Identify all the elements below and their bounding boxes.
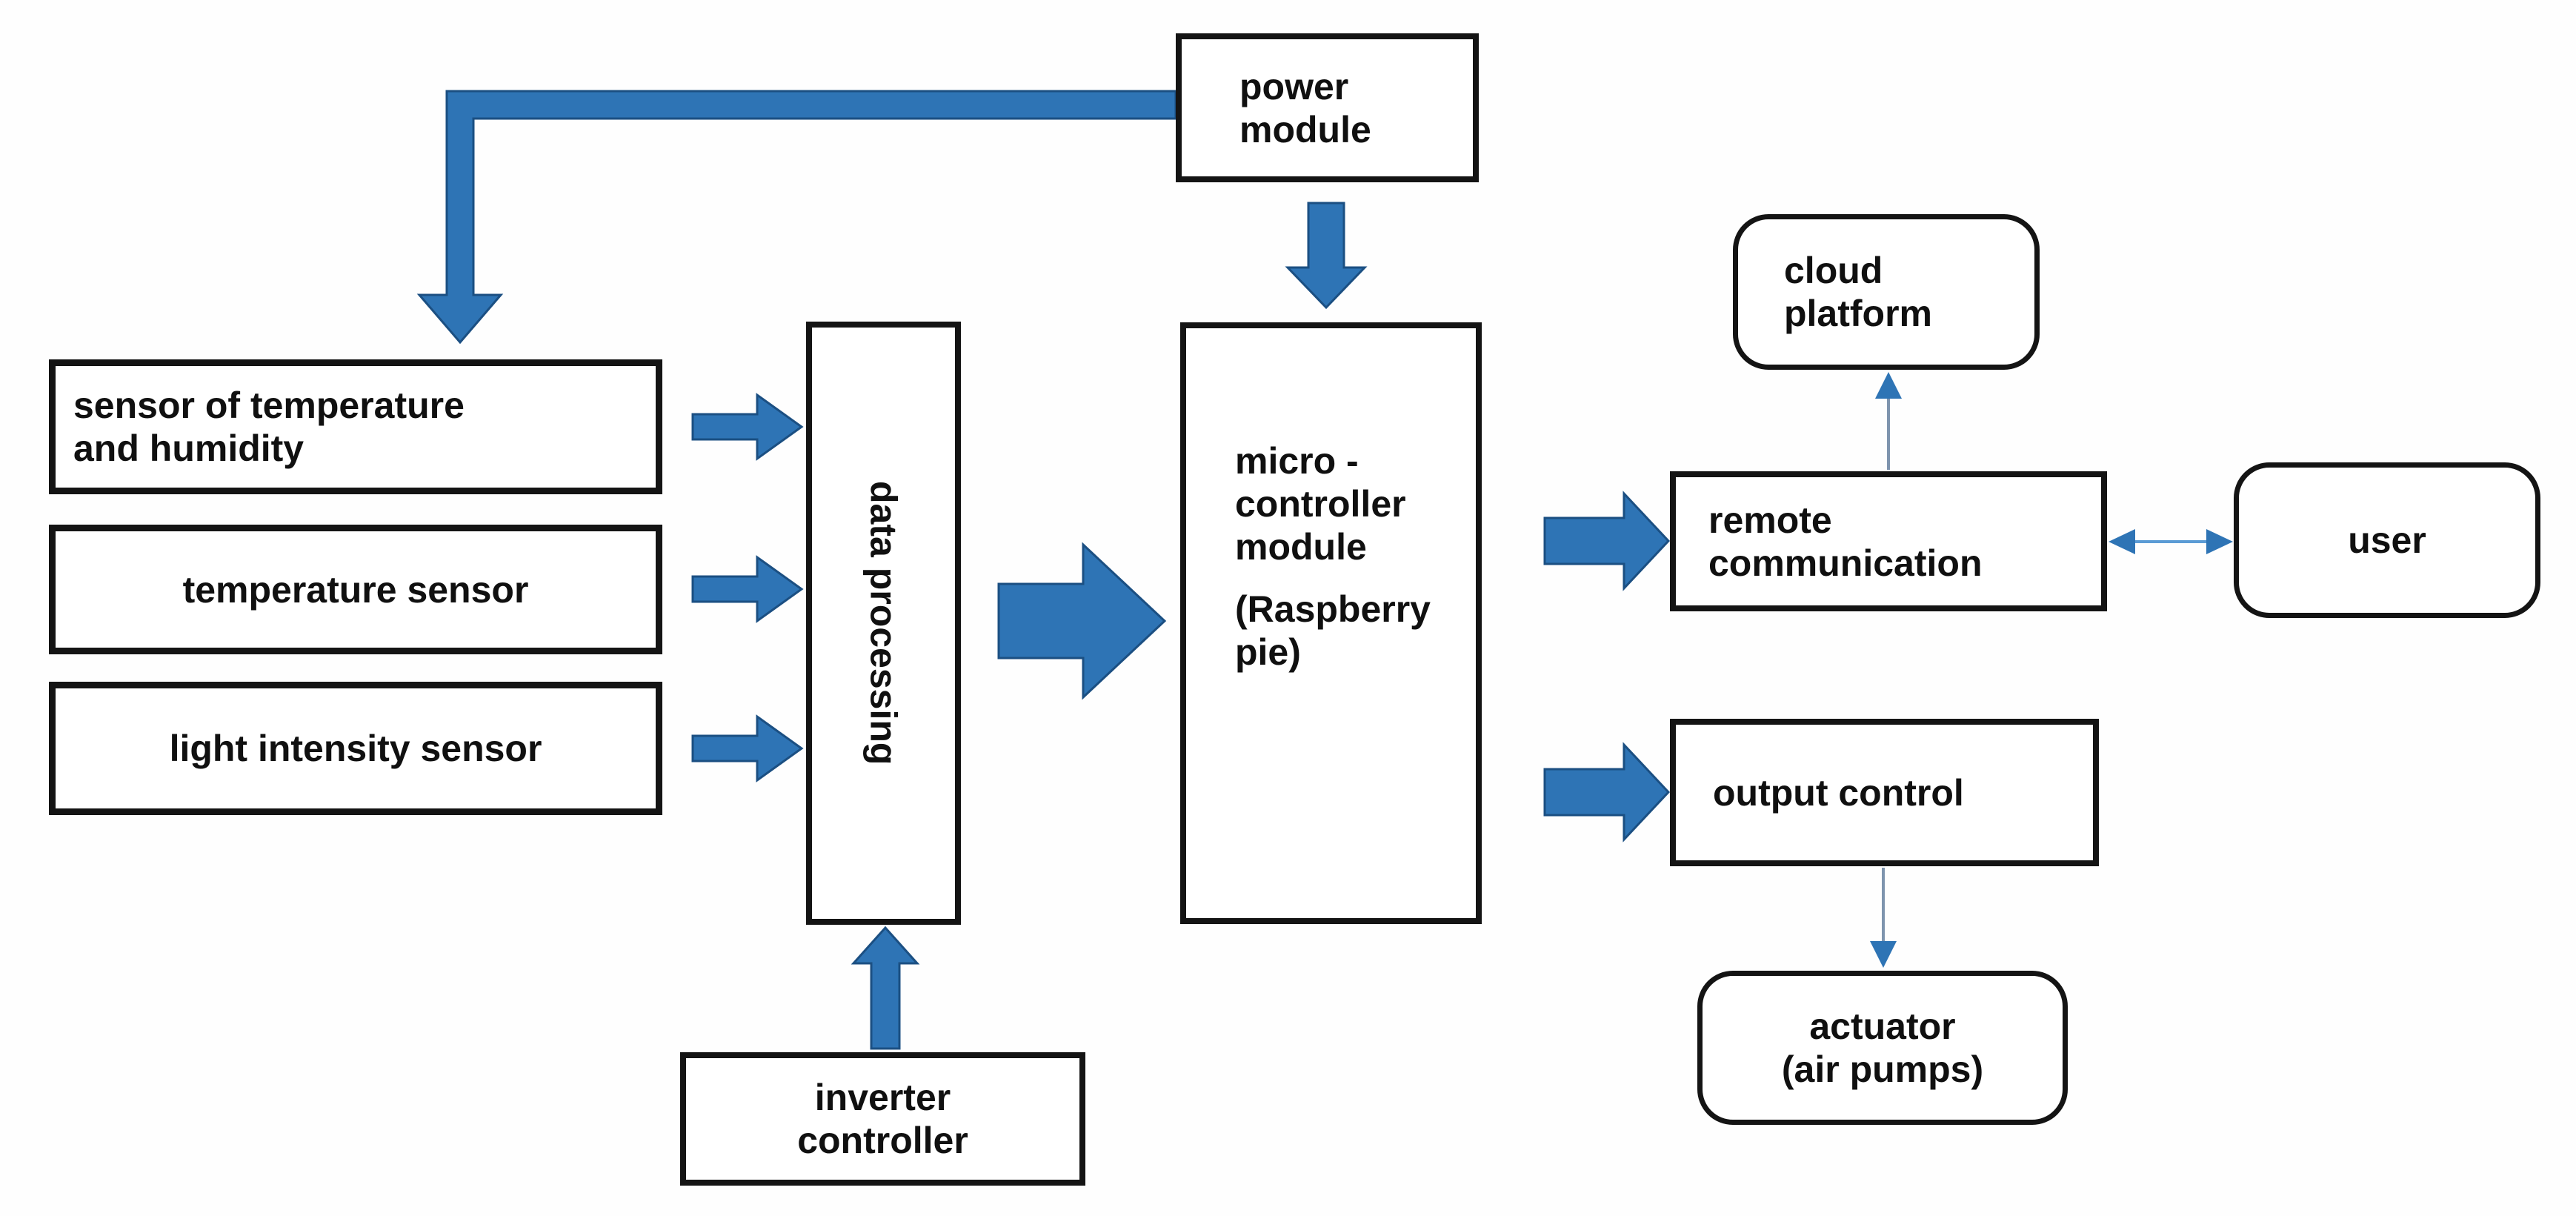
node-remote-communication: remote communication — [1670, 471, 2107, 611]
node-actuator: actuator (air pumps) — [1697, 971, 2068, 1125]
arrow-sensor2-to-dataprocessing-icon — [691, 555, 804, 623]
node-inverter-controller-label: inverter controller — [797, 1077, 968, 1161]
arrow-inverter-to-dataprocessing-icon — [851, 926, 920, 1050]
arrow-power-to-sensors-icon — [416, 90, 1177, 345]
node-cloud-platform: cloud platform — [1733, 214, 2040, 370]
arrow-microcontroller-to-remote-icon — [1543, 491, 1671, 591]
node-inverter-controller: inverter controller — [680, 1052, 1085, 1186]
node-user: user — [2234, 462, 2540, 618]
arrow-sensor3-to-dataprocessing-icon — [691, 714, 804, 783]
node-light-intensity-sensor-label: light intensity sensor — [169, 728, 542, 769]
arrow-microcontroller-to-output-icon — [1543, 742, 1671, 843]
node-cloud-platform-label: cloud platform — [1784, 250, 1932, 334]
node-power-module: power module — [1176, 33, 1479, 182]
node-output-control-label: output control — [1713, 771, 1964, 814]
arrowhead-user-to-remote-icon — [2109, 529, 2135, 554]
node-remote-communication-label: remote communication — [1708, 499, 1983, 584]
node-actuator-label: actuator (air pumps) — [1781, 1006, 1984, 1090]
node-microcontroller: micro - controller module (Raspberry pie… — [1180, 322, 1482, 924]
node-sensor-temp-humidity-label: sensor of temperature and humidity — [73, 385, 465, 469]
arrowhead-output-to-actuator-icon — [1870, 941, 1897, 968]
node-data-processing: data processing — [806, 322, 961, 925]
node-sensor-temp-humidity: sensor of temperature and humidity — [49, 359, 662, 494]
node-microcontroller-sublabel: (Raspberry pie) — [1235, 588, 1431, 673]
node-power-module-label: power module — [1239, 65, 1371, 150]
arrow-dataprocessing-to-microcontroller-icon — [997, 542, 1167, 700]
node-temperature-sensor-label: temperature sensor — [182, 568, 529, 611]
arrowhead-remote-to-user-icon — [2206, 529, 2233, 554]
node-user-label: user — [2348, 519, 2426, 561]
node-light-intensity-sensor: light intensity sensor — [49, 682, 662, 815]
arrowhead-remote-to-cloud-icon — [1875, 372, 1902, 399]
node-microcontroller-label: micro - controller module — [1235, 440, 1406, 568]
node-temperature-sensor: temperature sensor — [49, 525, 662, 654]
arrow-power-to-microcontroller-icon — [1285, 202, 1368, 310]
node-output-control: output control — [1670, 719, 2099, 866]
arrow-sensor1-to-dataprocessing-icon — [691, 393, 804, 461]
node-data-processing-label: data processing — [862, 481, 905, 765]
